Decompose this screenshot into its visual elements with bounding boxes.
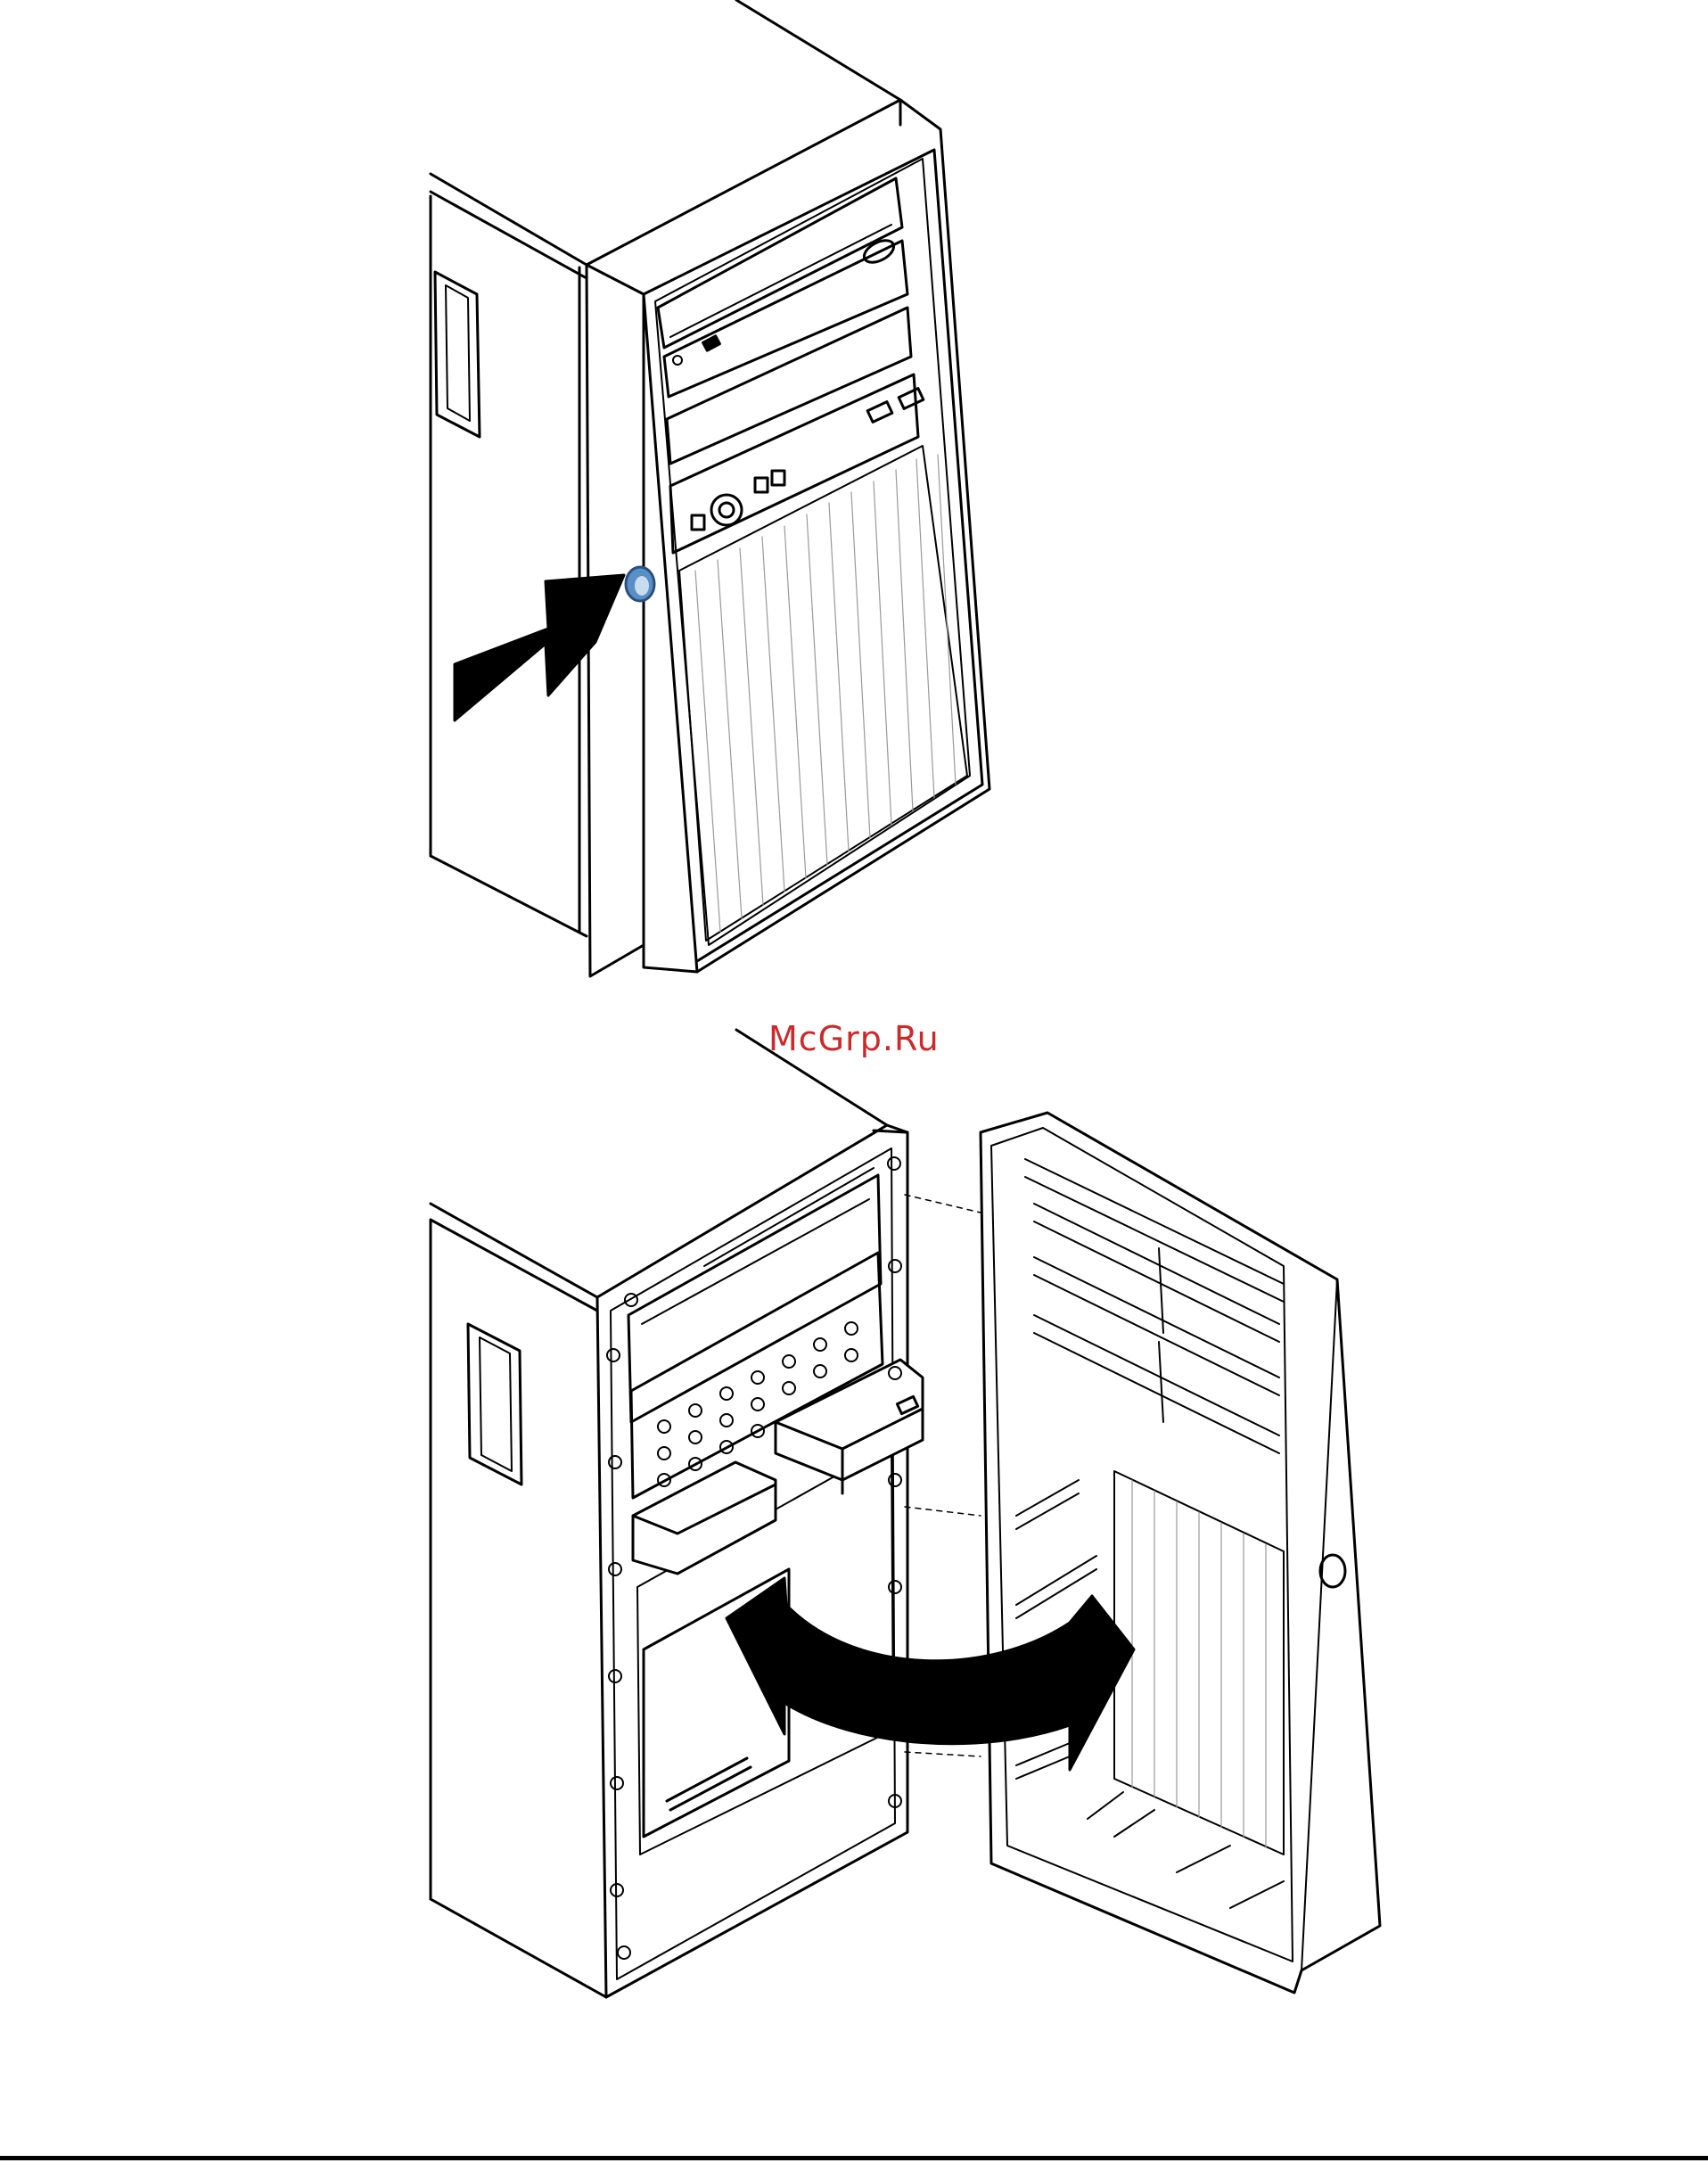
- front-bezel: [981, 1113, 1380, 1993]
- server-closed-illustration: [431, 0, 989, 976]
- server-open-illustration: [431, 1030, 981, 1997]
- bottom-rule: [0, 2156, 1708, 2160]
- watermark: McGrp.Ru: [768, 1019, 940, 1058]
- push-arrow: [455, 575, 624, 720]
